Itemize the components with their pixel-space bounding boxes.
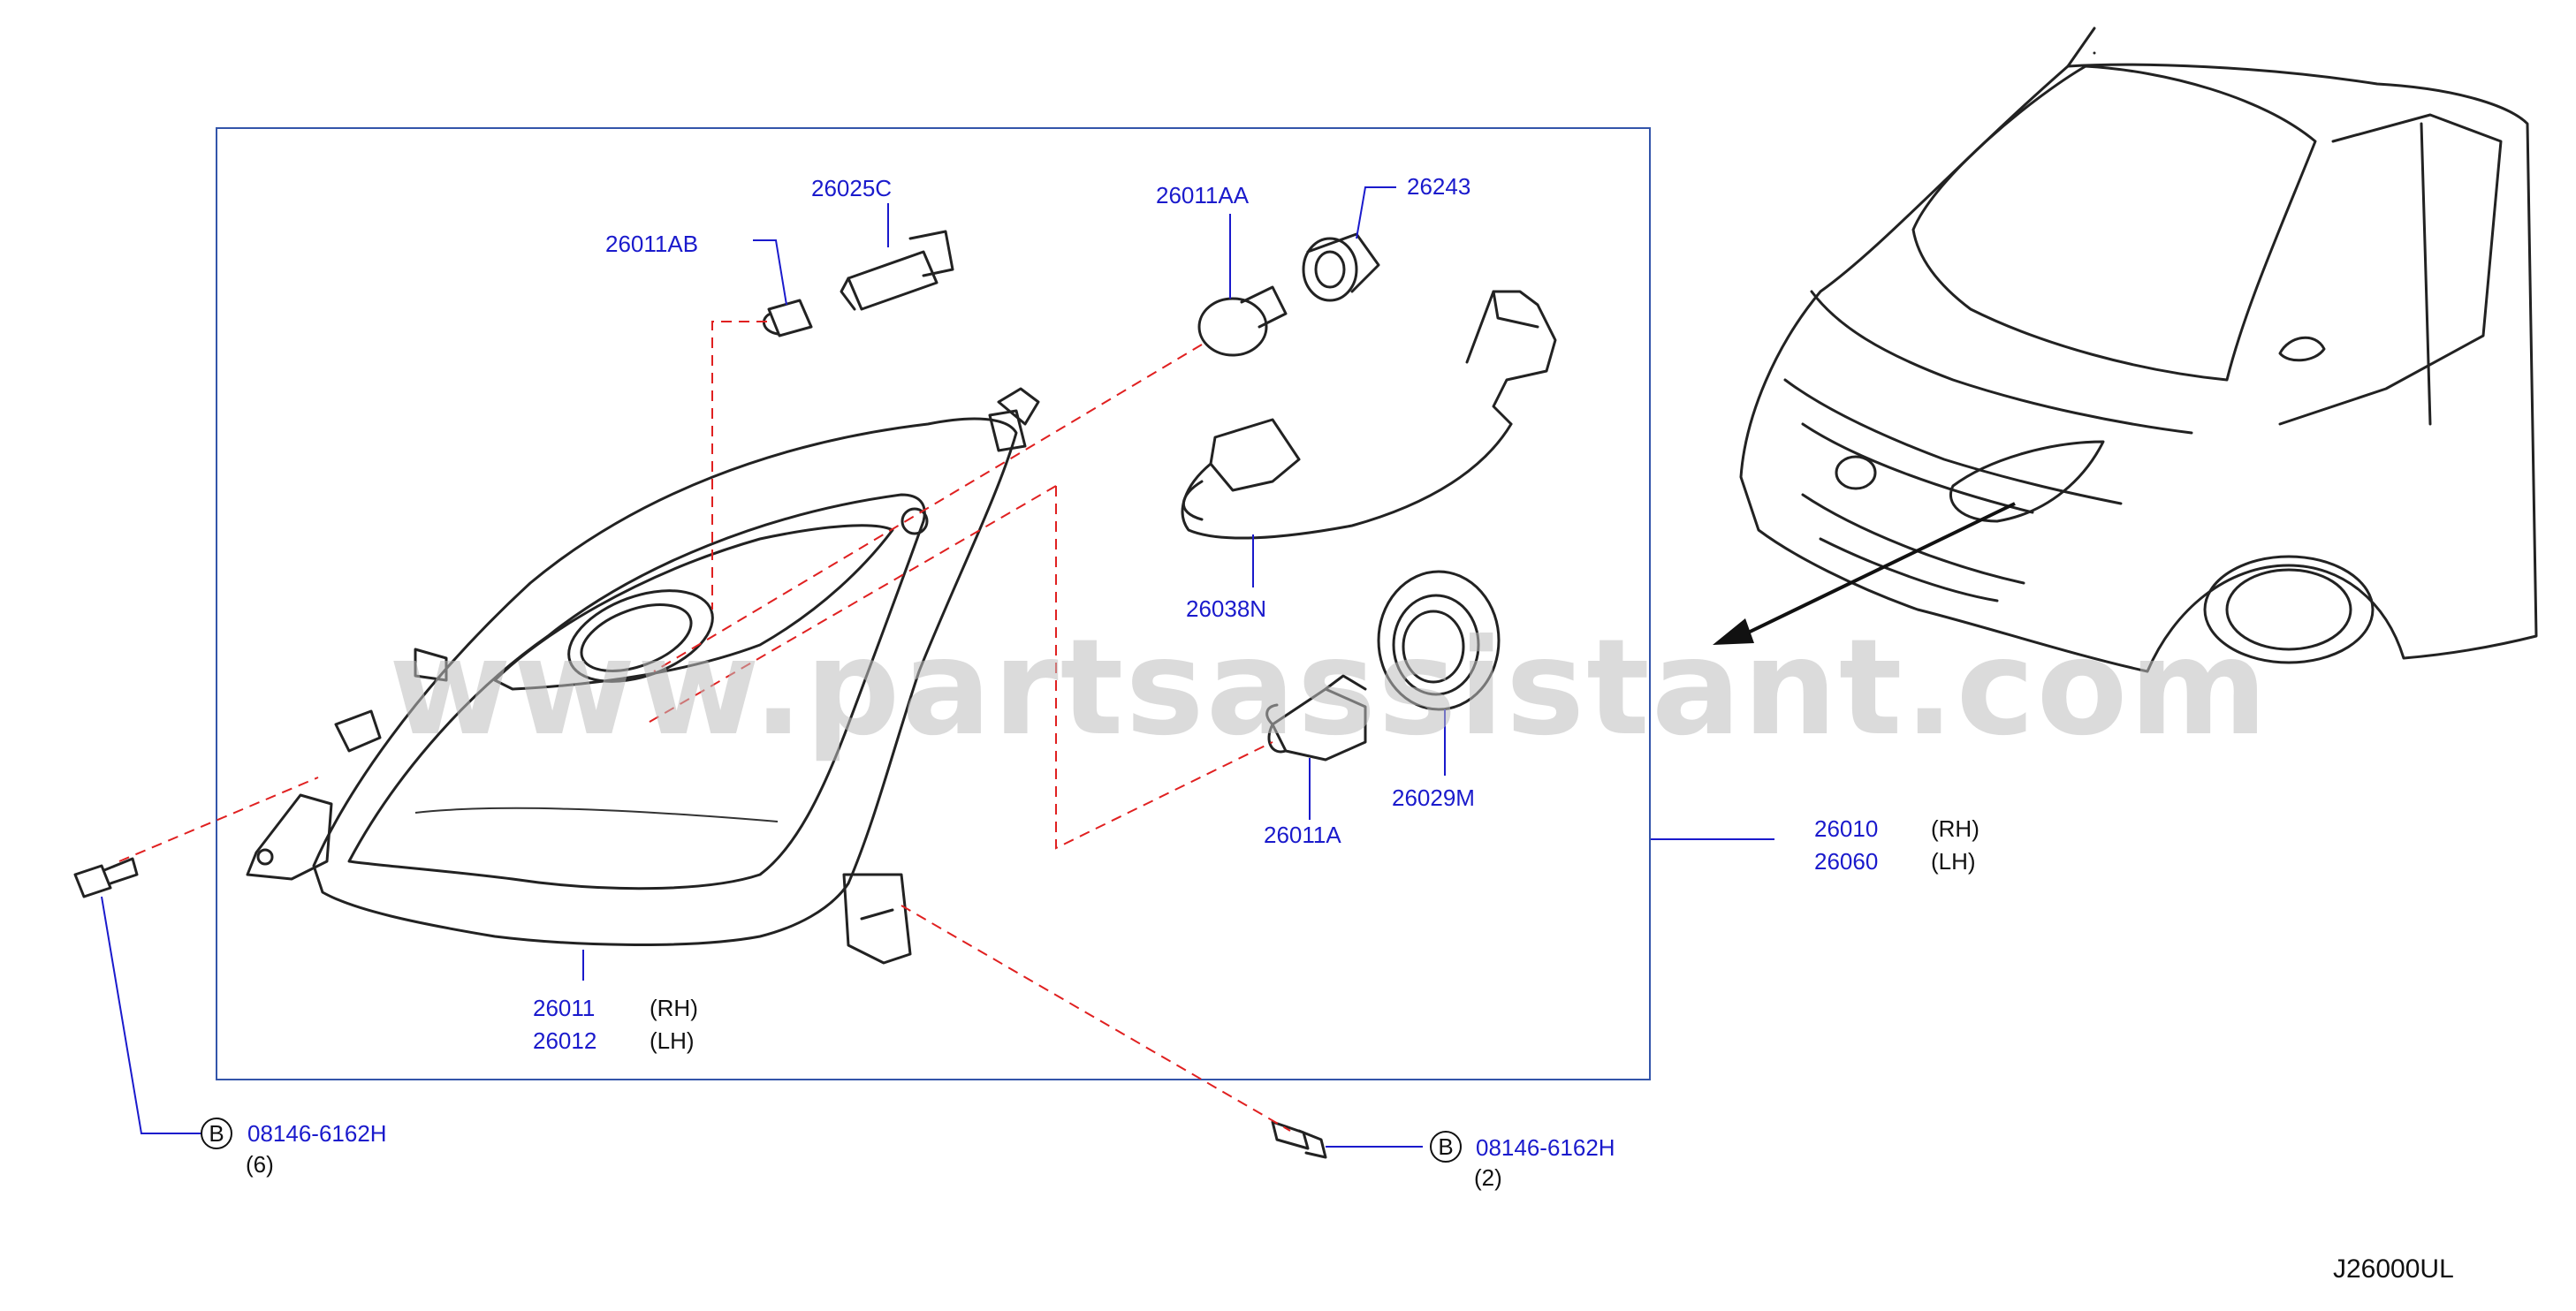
label-bolt-right-code: 08146-6162H	[1476, 1134, 1615, 1161]
label-26060: 26060	[1814, 848, 1878, 875]
bolt-marker-right: B	[1430, 1131, 1462, 1163]
bolt-right	[1271, 1120, 1327, 1159]
bulb-26011AA	[1197, 285, 1288, 357]
label-bolt-right-qty: (2)	[1474, 1164, 1502, 1191]
dashed-guides	[118, 321, 1291, 1132]
diagram-code: J26000UL	[2333, 1254, 2454, 1284]
label-bolt-left-qty: (6)	[246, 1151, 274, 1178]
harness-26038N	[1181, 290, 1557, 540]
label-26011AA: 26011AA	[1156, 182, 1250, 208]
svg-text:B: B	[209, 1120, 224, 1147]
headlamp-housing	[246, 387, 1040, 965]
label-26010: 26010	[1814, 815, 1878, 842]
bulb-26011AB	[763, 299, 813, 337]
label-26011-side: (RH)	[650, 995, 698, 1021]
watermark: www.partsassistant.com	[389, 611, 2269, 765]
label-26011: 26011	[533, 995, 595, 1021]
vehicle-illustration	[1739, 27, 2538, 673]
bolt-marker-left: B	[201, 1118, 232, 1149]
bulb-26011A	[1265, 674, 1367, 762]
label-26060-side: (LH)	[1931, 848, 1976, 875]
socket-26025C	[840, 230, 954, 311]
label-26243: 26243	[1407, 173, 1470, 200]
bolt-left	[73, 857, 139, 898]
assembly-frame	[216, 127, 1651, 1080]
direction-arrow	[1713, 502, 2016, 645]
label-26012-side: (LH)	[650, 1027, 695, 1054]
label-26029M: 26029M	[1392, 784, 1475, 811]
label-26011AB: 26011AB	[605, 231, 698, 257]
label-26010-side: (RH)	[1931, 815, 1979, 842]
label-26025C: 26025C	[811, 175, 892, 201]
svg-text:B: B	[1438, 1133, 1453, 1160]
label-26012: 26012	[533, 1027, 597, 1054]
cap-26029M	[1377, 570, 1501, 711]
leader-lines	[101, 186, 1774, 1148]
socket-26243	[1302, 232, 1380, 302]
label-26011A: 26011A	[1264, 822, 1341, 848]
label-bolt-left-code: 08146-6162H	[247, 1120, 387, 1147]
label-26038N: 26038N	[1186, 595, 1266, 622]
